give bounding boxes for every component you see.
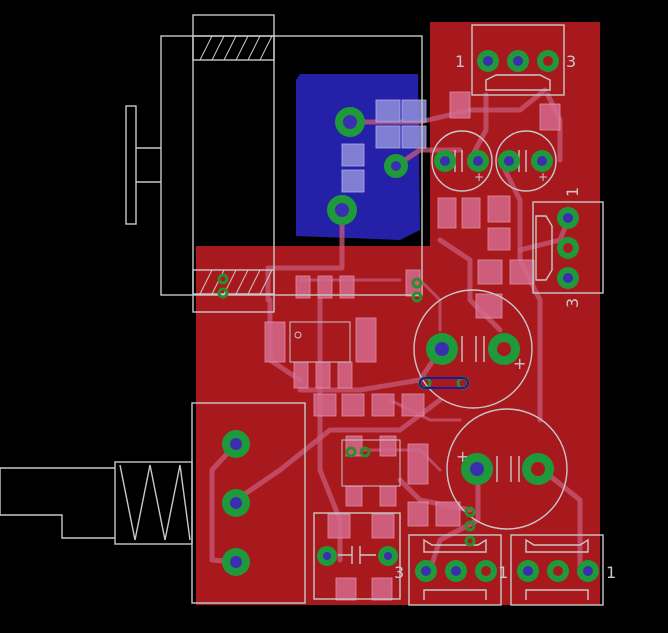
cap1-plus-label: + <box>474 170 484 184</box>
bottom-smd-pads <box>341 99 427 193</box>
capacitor-small-2: + <box>495 130 557 192</box>
dc-jack-footprint <box>125 14 423 313</box>
connector-top-pin1-label: 1 <box>455 52 465 71</box>
switch-footprint <box>0 402 306 604</box>
connector-top-pin3-label: 3 <box>566 52 576 71</box>
connector-right: 1 3 <box>532 187 604 308</box>
connector-right-pin1-label: 1 <box>563 187 582 197</box>
vias <box>217 273 476 547</box>
ic-footprint <box>289 321 401 487</box>
connector-right-pin3-label: 3 <box>563 298 582 308</box>
capacitor-large-1: + <box>413 289 533 409</box>
connector-bottom-right-pin1-label: 1 <box>606 563 616 582</box>
cap2-plus-label: + <box>538 170 548 184</box>
connector-top: 1 3 <box>455 24 576 96</box>
through-hole-pads <box>222 50 599 582</box>
connector-bottom-left-pin3-label: 3 <box>394 563 404 582</box>
connector-bottom-left-pin1-label: 1 <box>498 563 508 582</box>
capacitor-ceramic <box>313 512 401 600</box>
smd-pads <box>264 91 561 601</box>
connector-bottom-left: 3 1 <box>394 534 508 606</box>
